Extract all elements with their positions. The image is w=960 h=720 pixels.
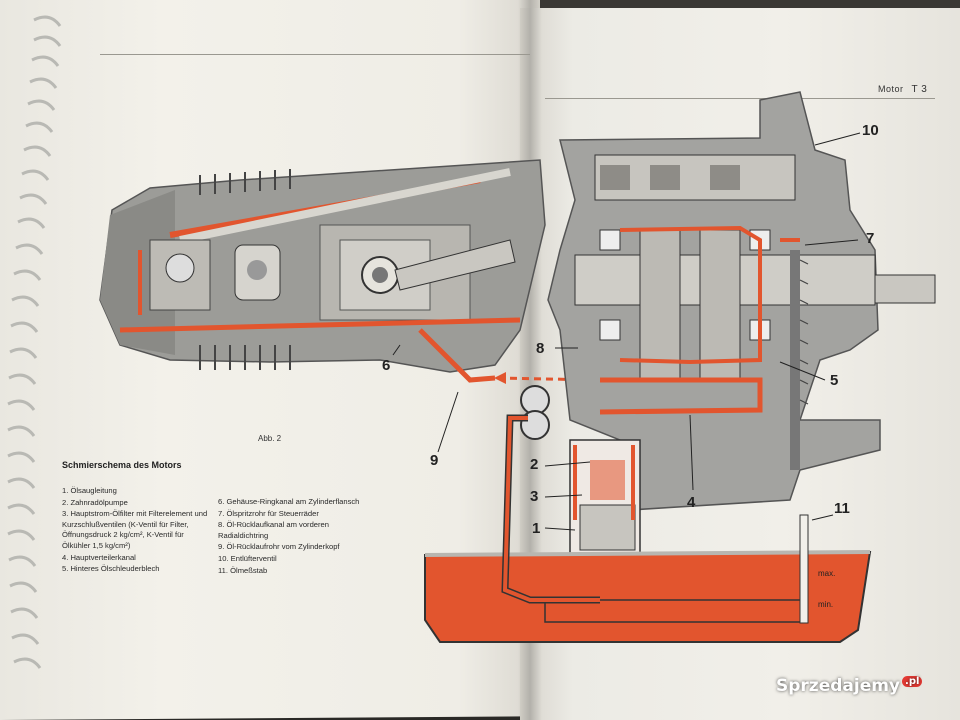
legend-list-right: 6. Gehäuse-Ringkanal am Zylinderflansch … xyxy=(218,497,378,577)
callout-7: 7 xyxy=(866,230,875,247)
legend-item: 3. Hauptstrom-Ölfilter mit Filterelement… xyxy=(62,509,208,550)
legend-item: 9. Öl-Rücklaufrohr vom Zylinderkopf xyxy=(218,542,340,552)
callout-6: 6 xyxy=(382,357,391,374)
callout-8: 8 xyxy=(536,340,545,357)
callout-10: 10 xyxy=(862,122,879,139)
figure-caption: Abb. 2 xyxy=(258,434,282,443)
legend-item: 7. Ölspritzrohr für Steuerräder xyxy=(218,508,319,518)
callout-4: 4 xyxy=(687,494,696,511)
callout-3: 3 xyxy=(530,488,539,505)
left-header-rule xyxy=(100,54,530,55)
header-page: T 3 xyxy=(911,84,928,95)
header-section: Motor xyxy=(878,84,904,94)
watermark-tld: .pl xyxy=(902,676,923,687)
legend-item: 4. Hauptverteilerkanal xyxy=(62,552,136,562)
legend-item: 6. Gehäuse-Ringkanal am Zylinderflansch xyxy=(218,497,360,506)
oil-sump xyxy=(424,414,872,643)
legend-item: 1. Ölsaugleitung xyxy=(62,486,117,495)
crankcase-assembly xyxy=(520,91,936,561)
legend-item: 8. Öl-Rücklaufkanal am vorderen Radialdi… xyxy=(218,520,330,540)
legend-title: Schmierschema des Motors xyxy=(62,460,182,470)
page-header: Motor T 3 xyxy=(878,84,927,95)
watermark-logo: Sprzedajemy.pl xyxy=(776,676,923,696)
cylinder-assembly xyxy=(99,159,601,384)
right-header-rule xyxy=(545,98,935,99)
legend-item: 2. Zahnradölpumpe xyxy=(62,497,128,507)
callout-11: 11 xyxy=(834,500,850,517)
legend-item: 10. Entlüfterventil xyxy=(218,553,277,563)
callout-9: 9 xyxy=(430,452,439,469)
spiral-binding xyxy=(7,15,62,669)
legend-list-left: 1. Ölsaugleitung 2. Zahnradölpumpe 3. Ha… xyxy=(62,486,212,576)
callout-2: 2 xyxy=(530,456,539,473)
watermark-brand: Sprzedajemy xyxy=(776,676,901,696)
callout-1: 1 xyxy=(532,520,541,537)
legend-item: 5. Hinteres Ölschleuderblech xyxy=(62,564,160,574)
dipstick-min-label: min. xyxy=(818,600,834,609)
dipstick-max-label: max. xyxy=(818,569,836,578)
callout-5: 5 xyxy=(830,372,839,389)
legend-item: 11. Ölmeßstab xyxy=(218,565,268,575)
